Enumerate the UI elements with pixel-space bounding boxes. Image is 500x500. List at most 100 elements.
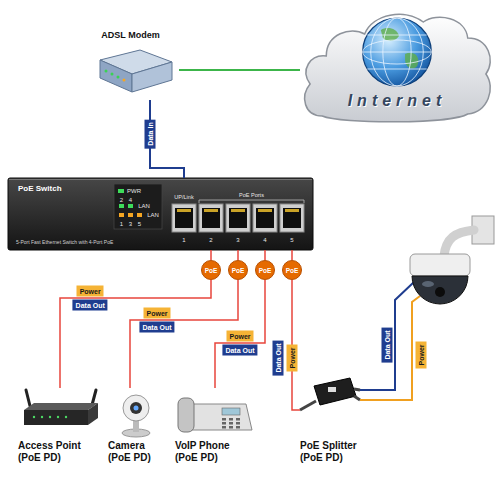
poe-splitter-icon — [354, 389, 360, 390]
webcam-icon — [130, 402, 142, 414]
connector — [291, 250, 293, 260]
switch-body — [119, 204, 124, 208]
signal-tag: Data Out — [382, 327, 393, 362]
port-number: 3 — [236, 237, 239, 244]
poe-badge: PoE — [255, 260, 275, 280]
poe-badge: PoE — [201, 260, 221, 280]
access-point-icon — [57, 416, 59, 418]
cloud-shape — [363, 40, 432, 64]
edge-label: Power — [287, 344, 298, 371]
camera-node: Camera (PoE PD) — [108, 388, 170, 467]
connector — [60, 280, 211, 388]
switch-body — [285, 209, 299, 212]
voip-phone-icon — [236, 426, 240, 429]
poe-splitter-icon — [328, 387, 336, 392]
switch-body — [280, 204, 304, 232]
access-point-icon — [24, 390, 98, 425]
switch-body — [137, 213, 142, 217]
signal-tag: Data Out — [139, 322, 174, 333]
voip-phone-icon — [178, 398, 194, 432]
cloud-shape — [405, 53, 418, 69]
camera-wires — [360, 282, 420, 400]
switch-body — [199, 200, 304, 203]
port-label: UP/Link — [174, 194, 193, 200]
port-number: 2 — [209, 237, 212, 244]
cloud-label: Internet — [300, 92, 494, 110]
switch-body — [231, 209, 245, 212]
switch-body — [8, 178, 313, 250]
signal-tag: Data Out — [273, 340, 284, 375]
connector — [130, 280, 238, 388]
switch-body — [118, 189, 124, 193]
badge-text: PoE — [286, 267, 299, 274]
switch-body — [119, 213, 124, 217]
badge-text: PoE — [259, 267, 272, 274]
dome-camera-icon — [410, 254, 470, 276]
voip-phone-icon — [222, 418, 226, 421]
cloud-shape — [367, 69, 426, 70]
switch-body — [175, 208, 193, 228]
switch-body — [128, 204, 133, 208]
access-point-icon — [24, 403, 98, 410]
connector — [179, 69, 300, 71]
switch-body — [177, 209, 191, 212]
led-label: LAN — [138, 203, 150, 210]
modem-icon — [100, 60, 132, 92]
switch-body — [204, 209, 218, 212]
poe-switch: PoE Switch5-Port Fast Ethernet Switch wi… — [8, 178, 313, 250]
switch-body — [253, 204, 277, 232]
poe-badge: PoE — [228, 260, 248, 280]
webcam-icon — [134, 406, 139, 411]
port-label: PoE Ports — [239, 192, 264, 198]
edge-label: Power — [77, 286, 104, 297]
voip-phone-icon — [236, 418, 240, 421]
switch-body — [9, 179, 312, 180]
port-number: 4 — [263, 237, 266, 244]
switch-body — [256, 208, 274, 228]
access-point-icon — [49, 416, 51, 418]
device-label: Access Point (PoE PD) — [18, 440, 94, 463]
voip-phone-icon — [222, 426, 226, 429]
signal-tag: Data Out — [73, 300, 108, 311]
access-point-icon — [65, 416, 67, 418]
switch-body — [229, 208, 247, 228]
badge-text: PoE — [232, 267, 245, 274]
led-label: 5 — [138, 220, 141, 227]
modem-icon — [111, 73, 114, 76]
internet-cloud: Internet — [300, 8, 494, 128]
connector — [237, 250, 239, 260]
voip-phone-icon — [229, 426, 233, 429]
connector — [264, 250, 266, 260]
modem-icon — [132, 62, 172, 92]
led-label: 2 — [120, 196, 123, 203]
edge-label: Data In — [145, 119, 156, 148]
dome-camera-icon — [435, 287, 445, 297]
cloud-shape — [300, 8, 494, 128]
cloud-shape — [367, 35, 426, 36]
switch-body — [128, 213, 133, 217]
connector — [210, 250, 212, 260]
access-point-icon — [41, 416, 43, 418]
port-number: 5 — [290, 237, 293, 244]
led-label: LAN — [147, 212, 159, 219]
dome-camera-icon — [410, 216, 494, 304]
modem-icon — [117, 76, 120, 79]
voip-phone-icon — [236, 422, 240, 425]
modem-icon — [105, 70, 108, 73]
device-label: VoIP Phone (PoE PD) — [175, 440, 243, 463]
led-label: 1 — [120, 220, 123, 227]
connector — [215, 280, 265, 388]
poe-splitter-node: PoE Splitter (PoE PD) — [300, 372, 385, 467]
edge-label: Power — [143, 308, 170, 319]
voip-phone-icon — [229, 422, 233, 425]
modem-node: ADSL Modem — [82, 30, 179, 100]
access-point-icon — [88, 403, 98, 425]
voip-phone-icon — [229, 418, 233, 421]
voip-phone-icon — [222, 422, 226, 425]
poe-splitter-icon — [300, 378, 360, 410]
modem-icon — [123, 79, 126, 82]
led-label: PWR — [127, 188, 141, 195]
cloud-shape — [363, 18, 432, 86]
switch-body — [283, 208, 301, 228]
node-title: ADSL Modem — [82, 30, 179, 41]
